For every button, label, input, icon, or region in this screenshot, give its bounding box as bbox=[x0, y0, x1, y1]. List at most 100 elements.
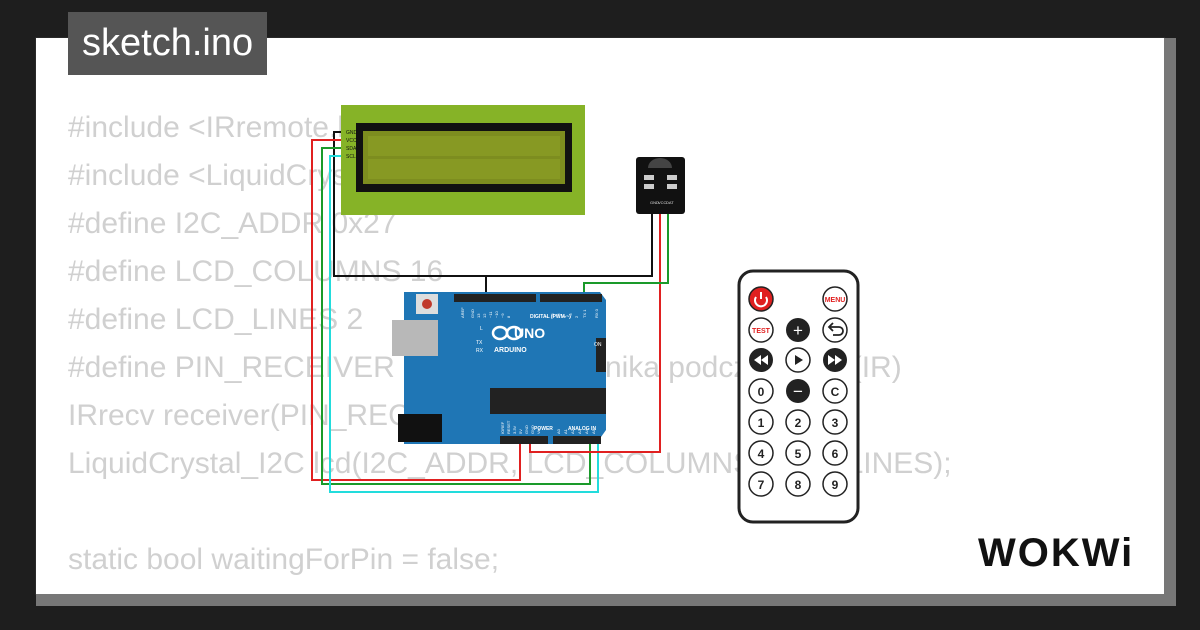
wire-ir-vcc bbox=[529, 213, 661, 453]
power-pin-label: IOREF bbox=[500, 421, 505, 434]
digit-2-button[interactable]: 2 bbox=[785, 409, 811, 435]
plus-label: + bbox=[793, 321, 803, 340]
back-arrow-icon bbox=[827, 322, 844, 336]
digit-9-button[interactable]: 9 bbox=[822, 471, 848, 497]
digit-6-button[interactable]: 6 bbox=[822, 440, 848, 466]
header-pin-label: ~5 bbox=[556, 313, 561, 318]
frame-shadow-right bbox=[1164, 38, 1176, 606]
digit-8-label: 8 bbox=[795, 478, 802, 492]
led-label-rx: RX bbox=[476, 348, 484, 354]
header-pin-label: ~9 bbox=[500, 313, 505, 318]
minus-button[interactable]: − bbox=[786, 379, 810, 403]
minus-label: − bbox=[793, 382, 803, 401]
sketch-title: sketch.ino bbox=[68, 12, 268, 75]
plus-button[interactable]: + bbox=[786, 318, 810, 342]
digit-7-button[interactable]: 7 bbox=[748, 471, 774, 497]
analog-pin-label: A2 bbox=[570, 428, 575, 434]
code-line: #include <IRremote.h> bbox=[68, 111, 372, 144]
digit-3-label: 3 bbox=[832, 416, 839, 430]
lcd-module[interactable]: GND VCC SDA SCL bbox=[341, 105, 585, 215]
ir-pin-vcc: VCC bbox=[658, 200, 667, 205]
power-pin-label: 5V bbox=[518, 429, 523, 434]
analog-label: ANALOG IN bbox=[568, 426, 596, 432]
back-button[interactable] bbox=[822, 317, 848, 343]
header-pin-label: 7 bbox=[544, 315, 549, 318]
play-icon bbox=[795, 355, 803, 365]
lcd-pin-scl: SCL bbox=[346, 154, 356, 160]
code-line: static String enteredPin = ""; bbox=[68, 584, 952, 594]
preview-canvas: #include <IRremote.h>#include <LiquidCry… bbox=[36, 38, 1164, 594]
digit-0-label: 0 bbox=[758, 385, 765, 399]
digit-2-label: 2 bbox=[795, 416, 802, 430]
next-button[interactable] bbox=[823, 348, 847, 372]
header-pin-label: ~10 bbox=[494, 310, 499, 318]
menu-button[interactable]: MENU bbox=[822, 286, 848, 312]
previous-button[interactable] bbox=[749, 348, 773, 372]
header-pin-label: ~3 bbox=[568, 313, 573, 318]
analog-pin-label: A0 bbox=[556, 428, 561, 434]
header-pin-label: TX 1 bbox=[582, 309, 587, 318]
arduino-uno[interactable]: UNO ARDUINO DIGITAL (PWM ~) POWER ANALOG… bbox=[392, 292, 606, 444]
led-label-tx: TX bbox=[476, 340, 483, 346]
digit-1-label: 1 bbox=[758, 416, 765, 430]
power-pin-label: 3.3V bbox=[512, 425, 517, 434]
header-pin-label: ~11 bbox=[488, 311, 493, 318]
power-label: POWER bbox=[534, 426, 553, 432]
wire-lcd-scl bbox=[329, 155, 599, 493]
test-label: TEST bbox=[752, 328, 771, 335]
lcd-pin-labels: GND VCC SDA SCL bbox=[346, 130, 358, 160]
ir-receiver[interactable]: GND VCC DAT bbox=[636, 157, 685, 214]
header-pin-label: 12 bbox=[482, 313, 487, 318]
menu-label: MENU bbox=[825, 297, 846, 304]
power-button[interactable] bbox=[748, 286, 774, 312]
power-pin-label: Vin bbox=[536, 428, 541, 434]
analog-pin-label: A4 bbox=[584, 428, 589, 434]
next-icon bbox=[828, 355, 842, 365]
ir-remote[interactable]: MENU TEST + 0 bbox=[737, 269, 860, 524]
arduino-logo bbox=[491, 325, 523, 341]
test-button[interactable]: TEST bbox=[748, 317, 774, 343]
digit-3-button[interactable]: 3 bbox=[822, 409, 848, 435]
digit-9-label: 9 bbox=[832, 478, 839, 492]
wokwi-logo: WOKWi bbox=[978, 531, 1134, 575]
arduino-model: UNO bbox=[514, 325, 545, 341]
lcd-pin-sda: SDA bbox=[346, 146, 357, 152]
header-pin-label: 13 bbox=[476, 313, 481, 318]
code-line: IRrecv receiver(PIN_RECEIVER); bbox=[68, 399, 519, 432]
power-pin-label: GND bbox=[524, 425, 529, 434]
header-pin-label: 4 bbox=[562, 315, 567, 318]
digit-7-label: 7 bbox=[758, 478, 765, 492]
header-pin-label: RX 0 bbox=[594, 308, 599, 318]
wokwi-logo-text: WOKWi bbox=[978, 531, 1134, 575]
led-label-l: L bbox=[480, 326, 483, 332]
digit-1-button[interactable]: 1 bbox=[748, 409, 774, 435]
analog-pin-label: A1 bbox=[563, 428, 568, 434]
ir-pin-labels: GND VCC DAT bbox=[650, 200, 674, 205]
lcd-pin-vcc: VCC bbox=[346, 138, 357, 144]
clear-button[interactable]: C bbox=[822, 378, 848, 404]
digital-label: DIGITAL (PWM ~) bbox=[530, 314, 571, 320]
wires bbox=[311, 131, 669, 493]
code-line: #define LCD_COLUMNS 16 bbox=[68, 255, 444, 288]
header-pin-label: 8 bbox=[506, 315, 511, 318]
ir-pin-gnd: GND bbox=[650, 200, 659, 205]
digit-5-button[interactable]: 5 bbox=[785, 440, 811, 466]
frame-shadow-bottom bbox=[36, 594, 1176, 606]
digit-8-button[interactable]: 8 bbox=[785, 471, 811, 497]
analog-pin-label: A3 bbox=[577, 428, 582, 434]
clear-label: C bbox=[831, 385, 840, 399]
wire-ir-dat bbox=[583, 213, 669, 297]
power-pin-label: RESET bbox=[506, 420, 511, 434]
play-button[interactable] bbox=[785, 347, 811, 373]
header-pin-label: 2 bbox=[574, 315, 579, 318]
power-pin-label: GND bbox=[530, 425, 535, 434]
digit-4-button[interactable]: 4 bbox=[748, 440, 774, 466]
code-line: #define LCD_LINES 2 bbox=[68, 303, 364, 336]
analog-pin-label: A5 bbox=[591, 428, 596, 434]
lcd-pin-gnd: GND bbox=[346, 130, 358, 136]
digit-6-label: 6 bbox=[832, 447, 839, 461]
wire-lcd-sda bbox=[321, 147, 591, 485]
digit-0-button[interactable]: 0 bbox=[748, 378, 774, 404]
